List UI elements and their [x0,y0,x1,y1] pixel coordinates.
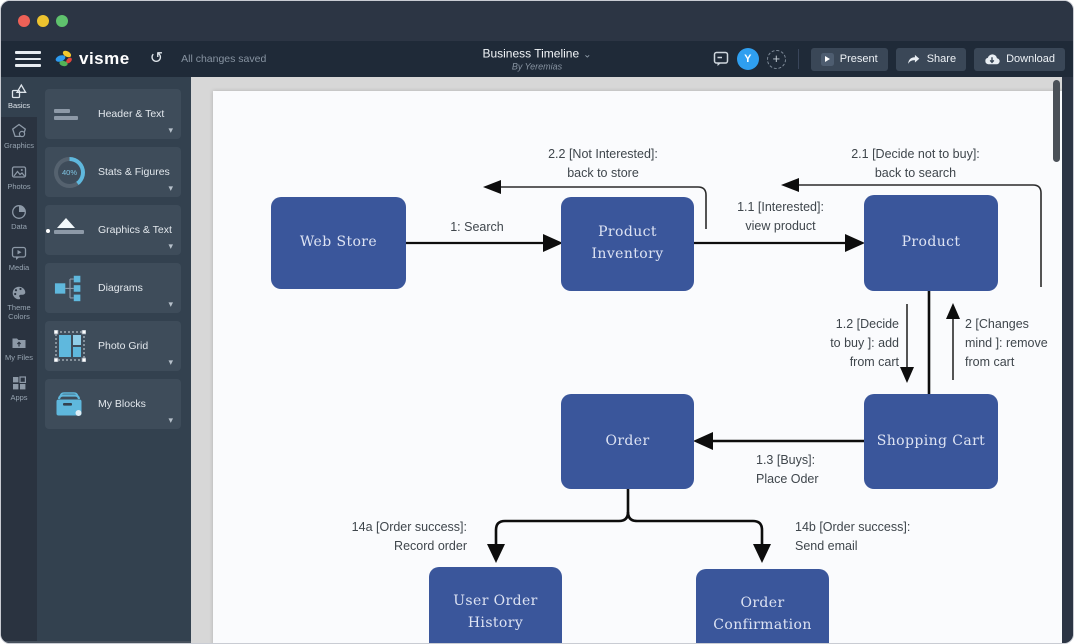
chevron-down-icon[interactable]: ▾ [168,183,173,193]
edge-label-search[interactable]: 1: Search [450,220,504,234]
edge-label-decide-not-to-buy[interactable]: 2.1 [Decide not to buy]: back to search [851,147,980,180]
close-window-button[interactable] [18,15,30,27]
save-status: All changes saved [181,53,267,65]
blocks-panel: Header & Text ▾ 40% Stats & Figures ▾ Gr… [1,77,191,643]
play-icon [820,52,834,66]
data-icon [12,205,26,220]
window-frame-right [1062,77,1073,643]
undo-icon[interactable]: ↺ [149,50,164,67]
canvas-area: Web Store Product Inventory Product Orde… [191,77,1062,643]
present-button[interactable]: Present [810,47,888,71]
sidebar-item-my-files[interactable]: My Files [1,329,37,369]
sidebar-item-apps[interactable]: Apps [1,369,37,409]
chevron-down-icon: ⌄ [583,49,592,61]
card-diagrams[interactable]: Diagrams ▾ [45,263,181,313]
sidebar-item-media[interactable]: Media [1,239,37,279]
panel-bottom-edge [1,641,191,643]
add-collaborator-icon[interactable]: + [766,49,786,69]
download-button[interactable]: Download [974,47,1065,71]
chevron-down-icon[interactable]: ▾ [168,125,173,135]
sidebar-item-photos[interactable]: Photos [1,158,37,198]
canvas-scrollbar-thumb[interactable] [1053,80,1060,162]
header-text-icon [54,108,98,120]
card-graphics-text[interactable]: Graphics & Text ▾ [45,205,181,255]
node-product-inventory[interactable]: Product Inventory [561,197,694,291]
chevron-down-icon[interactable]: ▾ [168,241,173,251]
comment-icon[interactable] [713,51,729,67]
document-title: Business Timeline [482,46,580,61]
download-cloud-icon [985,54,1000,65]
sidebar-item-basics[interactable]: Basics [1,77,37,118]
card-header-text[interactable]: Header & Text ▾ [45,89,181,139]
card-stats-figures[interactable]: 40% Stats & Figures ▾ [45,147,181,197]
basics-icon [11,83,27,99]
sidebar-rail: Basics Graphics Photos [1,77,37,643]
document-title-menu[interactable]: Business Timeline⌄ By Yeremias [482,47,591,72]
toolbar-divider [797,49,799,69]
my-files-icon [12,338,26,348]
toolbar: visme ↺ All changes saved Business Timel… [1,41,1073,77]
edge-label-changes-mind[interactable]: 2 [Changes mind ]: remove from cart [965,317,1048,369]
graphics-text-icon [46,218,98,234]
edge-label-interested[interactable]: 1.1 [Interested]: view product [737,200,824,233]
theme-colors-icon [12,286,26,300]
node-web-store[interactable]: Web Store [271,197,406,289]
node-order-confirmation[interactable]: Order Confirmation [696,569,829,643]
share-button[interactable]: Share [895,47,967,71]
chevron-down-icon[interactable]: ▾ [168,357,173,367]
chevron-down-icon[interactable]: ▾ [168,299,173,309]
diagram-edges [406,178,1042,563]
visme-logo[interactable]: visme [55,49,130,69]
graphics-icon [11,124,27,138]
edge-label-order-success-email[interactable]: 14b [Order success]: Send email [795,520,911,553]
node-shopping-cart[interactable]: Shopping Cart [864,394,998,489]
photos-icon [11,166,27,178]
card-photo-grid[interactable]: Photo Grid ▾ [45,321,181,371]
edge-label-buys[interactable]: 1.3 [Buys]: Place Oder [756,453,819,486]
design-page[interactable]: Web Store Product Inventory Product Orde… [213,91,1062,643]
avatar[interactable]: Y [736,48,759,70]
card-my-blocks[interactable]: My Blocks ▾ [45,379,181,429]
minimize-window-button[interactable] [37,15,49,27]
chevron-down-icon[interactable]: ▾ [168,415,173,425]
diagrams-icon [54,273,98,303]
document-byline: By Yeremias [511,61,563,72]
apps-icon [13,376,27,390]
share-icon [907,54,920,64]
visme-pinwheel-icon [55,50,72,67]
media-icon [11,246,27,260]
edge-label-not-interested[interactable]: 2.2 [Not Interested]: back to store [548,147,658,180]
titlebar [1,1,1073,41]
node-order[interactable]: Order [561,394,694,489]
stats-figures-icon: 40% [54,156,98,188]
node-user-order-history[interactable]: User Order History [429,567,562,643]
sidebar-item-data[interactable]: Data [1,198,37,238]
edge-label-order-success-record[interactable]: 14a [Order success]: Record order [351,520,467,553]
brand-name: visme [79,49,130,68]
photo-grid-icon [54,330,98,362]
sidebar-item-graphics[interactable]: Graphics [1,117,37,157]
my-blocks-icon [54,391,98,418]
maximize-window-button[interactable] [56,15,68,27]
edge-label-decide-to-buy[interactable]: 1.2 [Decide to buy ]: add from cart [830,317,899,369]
sidebar-item-theme-colors[interactable]: Theme Colors [1,279,37,329]
menu-icon[interactable] [15,51,41,67]
node-product[interactable]: Product [864,195,998,291]
